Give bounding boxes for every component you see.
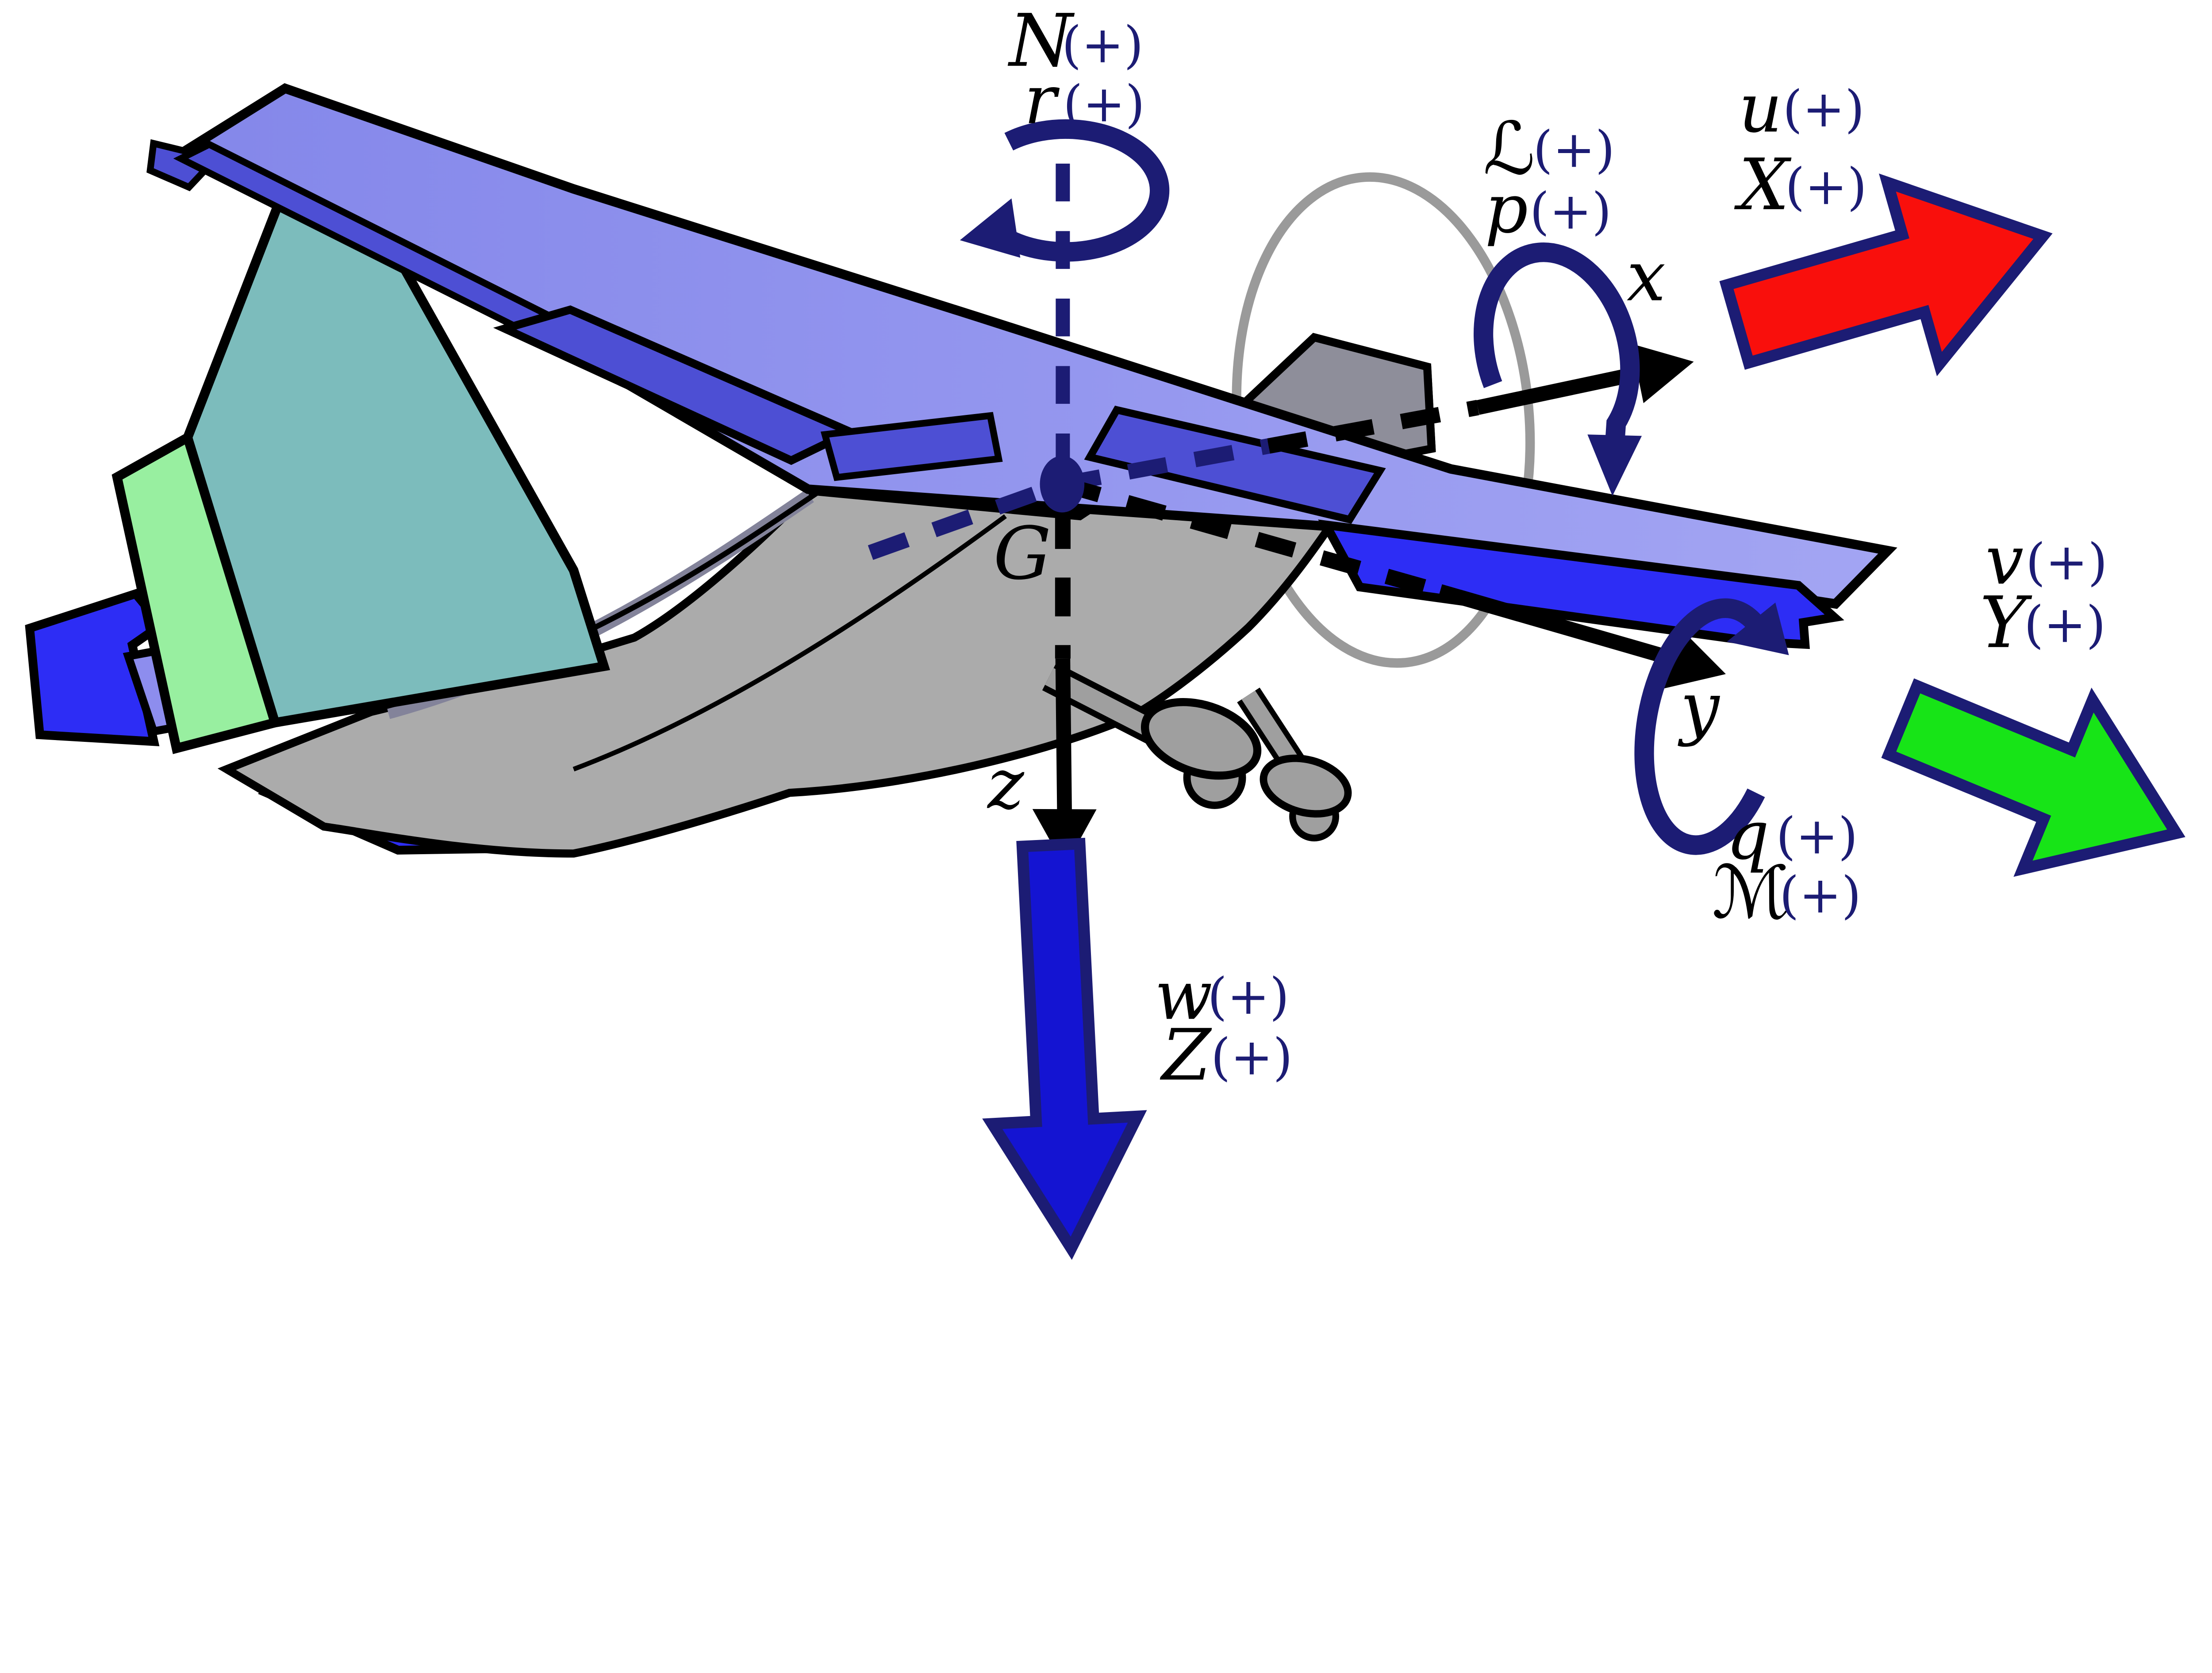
cg-dot — [1040, 456, 1085, 513]
z-axis-line — [1055, 658, 1072, 813]
left-root-panel — [820, 412, 1003, 481]
yaw-rotation-arrow — [982, 119, 1170, 262]
label-axis-z: z — [987, 744, 1025, 825]
rear-wheel-pant — [1260, 754, 1352, 818]
fin-front-rudder — [111, 430, 281, 754]
y-force-arrow — [1881, 678, 2185, 877]
label-yaw-rate-sign: (+) — [1063, 75, 1145, 134]
label-vel-w-sign: (+) — [1207, 967, 1289, 1026]
x-axis-arrowhead — [1631, 344, 1694, 403]
x-force-arrow — [1719, 173, 2053, 376]
label-cg: G — [993, 511, 1051, 596]
right-root-panel — [1084, 406, 1386, 524]
x-axis-dashed-navy — [1060, 438, 1270, 492]
left-stabilizer — [25, 588, 168, 746]
label-yaw-moment-sign: (+) — [1062, 15, 1144, 74]
label-vel-u: u — [1739, 69, 1782, 147]
x-axis-line — [1476, 365, 1643, 415]
label-vel-w: w — [1155, 956, 1213, 1035]
label-yaw-rate: r — [1024, 60, 1060, 139]
label-axis-x: x — [1627, 236, 1666, 317]
label-force-Y-sign: (+) — [2024, 595, 2106, 654]
y-axis-line — [1438, 584, 1676, 666]
label-vel-v: v — [1985, 521, 2024, 599]
main-wheel-pant — [1141, 698, 1262, 780]
diagram-stage: N (+) r (+) ℒ (+) p (+) x y z u (+) X (+… — [25, 0, 2185, 1260]
label-pitch-rate: q — [1726, 796, 1770, 875]
pitch-rotation-arrow — [1634, 598, 1765, 855]
label-axis-y: y — [1678, 667, 1720, 748]
label-force-X-sign: (+) — [1785, 157, 1867, 216]
label-vel-v-sign: (+) — [2026, 533, 2108, 591]
fuselage-side-line — [572, 514, 1007, 771]
aircraft-axes-diagram: N (+) r (+) ℒ (+) p (+) x y z u (+) X (+… — [25, 0, 2185, 1260]
z-axis-arrowhead — [1032, 809, 1097, 867]
z-force-arrow — [982, 837, 1147, 1260]
label-force-Z-sign: (+) — [1211, 1028, 1293, 1086]
label-roll-moment: ℒ — [1483, 107, 1535, 191]
label-force-X: X — [1734, 143, 1792, 226]
label-force-Z: Z — [1160, 1014, 1212, 1097]
label-roll-rate-sign: (+) — [1530, 182, 1612, 241]
roll-rotation-arrow — [1474, 242, 1640, 449]
label-force-Y: Y — [1980, 581, 2032, 664]
label-roll-moment-sign: (+) — [1533, 120, 1615, 179]
label-pitch-moment: ℳ — [1712, 850, 1790, 935]
fuselage — [217, 333, 1436, 858]
x-axis-dashed-fwd — [1267, 400, 1479, 454]
roll-rotation-arrowhead — [1587, 434, 1642, 496]
label-yaw-moment: N — [1007, 0, 1075, 83]
yaw-rotation-arrowhead — [960, 198, 1021, 258]
x-axis-dashed-aft — [868, 476, 1065, 560]
label-pitch-rate-sign: (+) — [1776, 807, 1858, 866]
label-roll-rate: p — [1485, 169, 1528, 248]
pitch-rotation-arrowhead — [1727, 602, 1789, 656]
label-pitch-moment-sign: (+) — [1779, 866, 1861, 925]
label-vel-u-sign: (+) — [1783, 80, 1865, 138]
